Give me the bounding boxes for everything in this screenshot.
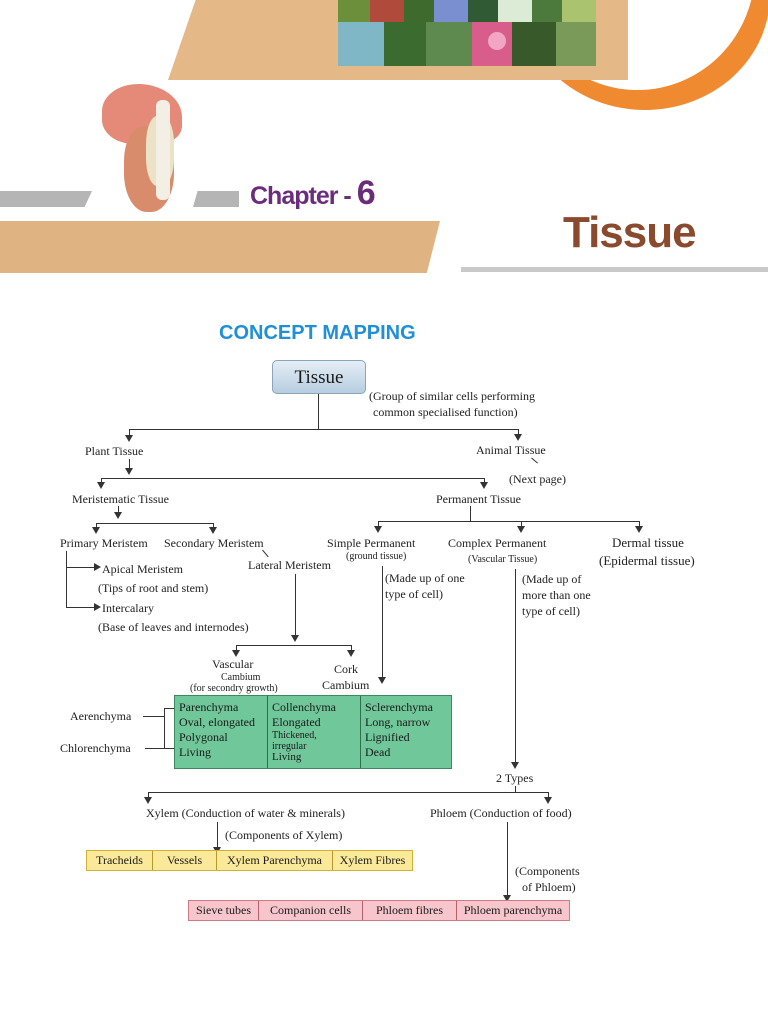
grey-stripe-left (0, 191, 92, 207)
phloem-sieve-tubes: Sieve tubes (189, 901, 259, 920)
root-note-line-1: (Group of similar cells performing (369, 389, 535, 403)
xylem-parenchyma: Xylem Parenchyma (217, 851, 333, 870)
collenchyma-column: Collenchyma Elongated Thickened, irregul… (272, 700, 336, 763)
apical-meristem-note: (Tips of root and stem) (98, 581, 209, 595)
collenchyma-wall-2: irregular (272, 741, 307, 752)
sclerenchyma-name: Sclerenchyma (365, 700, 433, 714)
grey-stripe-right (193, 191, 239, 207)
phloem-fibres: Phloem fibres (363, 901, 457, 920)
secondary-meristem: Secondary Meristem (164, 536, 264, 550)
sclerenchyma-shape: Long, narrow (365, 715, 431, 729)
concept-mapping-heading: CONCEPT MAPPING (219, 322, 416, 344)
plant-photo-collage (338, 0, 596, 66)
permanent-tissue: Permanent Tissue (436, 492, 522, 506)
parenchyma-column: Parenchyma Oval, elongated Polygonal Liv… (179, 700, 255, 760)
complex-permanent-note: (Vascular Tissue) (468, 554, 538, 565)
dermal-tissue-note: (Epidermal tissue) (599, 553, 695, 568)
primary-meristem: Primary Meristem (60, 536, 148, 550)
intercalary-meristem: Intercalary (102, 601, 154, 615)
xylem-vessels: Vessels (153, 851, 217, 870)
phloem-components-2: of Phloem) (522, 880, 576, 894)
animal-tissue: Animal Tissue (476, 443, 546, 457)
sclerenchyma-column: Sclerenchyma Long, narrow Lignified Dead (365, 700, 433, 760)
collenchyma-shape: Elongated (272, 715, 321, 729)
collenchyma-wall-1: Thickened, (272, 730, 317, 741)
root-note-line-2: common specialised function) (373, 405, 518, 419)
chapter-number: 6 (356, 174, 376, 212)
next-page-note: (Next page) (509, 472, 566, 486)
intercalary-meristem-note: (Base of leaves and internodes) (98, 620, 249, 634)
sclerenchyma-wall: Lignified (365, 730, 410, 744)
vascular-cambium-1: Vascular (212, 657, 254, 671)
root-tissue-label: Tissue (294, 367, 344, 388)
xylem-fibres: Xylem Fibres (339, 853, 406, 867)
simple-permanent: Simple Permanent (327, 536, 416, 550)
chapter-label: Chapter - (250, 182, 357, 210)
tan-title-band (0, 221, 440, 273)
two-types: 2 Types (496, 771, 534, 785)
lateral-meristem: Lateral Meristem (248, 558, 331, 572)
simple-tissue-table: Parenchyma Oval, elongated Polygonal Liv… (174, 695, 452, 769)
xylem: Xylem (Conduction of water & minerals) (146, 806, 345, 820)
simple-permanent-note: (ground tissue) (346, 551, 407, 562)
vascular-cambium-3: (for secondry growth) (190, 683, 278, 694)
cork-cambium-2: Cambium (322, 678, 370, 692)
complex-made-up-1: (Made up of (522, 572, 582, 586)
plant-tissue: Plant Tissue (85, 444, 144, 458)
cork-cambium-1: Cork (334, 662, 358, 676)
simple-made-up-2: type of cell) (385, 587, 443, 601)
title-underline (461, 267, 768, 272)
vascular-cambium-2: Cambium (221, 672, 261, 683)
chapter-title: Tissue (563, 208, 697, 257)
parenchyma-form: Polygonal (179, 730, 228, 744)
meristematic-tissue: Meristematic Tissue (72, 492, 170, 506)
knee-joint-illustration (98, 80, 190, 215)
sclerenchyma-state: Dead (365, 745, 391, 759)
phloem-components-row: Sieve tubes Companion cells Phloem fibre… (188, 900, 570, 921)
phloem: Phloem (Conduction of food) (430, 806, 572, 820)
chapter-heading: Chapter - 6 (250, 174, 390, 218)
collenchyma-state: Living (272, 751, 302, 763)
complex-made-up-3: type of cell) (522, 604, 580, 618)
complex-made-up-2: more than one (522, 588, 591, 602)
phloem-parenchyma: Phloem parenchyma (463, 903, 563, 917)
phloem-companion-cells: Companion cells (259, 901, 363, 920)
parenchyma-state: Living (179, 745, 211, 759)
parenchyma-shape: Oval, elongated (179, 715, 255, 729)
xylem-tracheids: Tracheids (87, 851, 153, 870)
chlorenchyma: Chlorenchyma (60, 741, 131, 755)
aerenchyma: Aerenchyma (70, 709, 132, 723)
xylem-components-row: Tracheids Vessels Xylem Parenchyma Xylem… (86, 850, 413, 871)
phloem-components-1: (Components (515, 864, 580, 878)
parenchyma-name: Parenchyma (179, 700, 239, 714)
collenchyma-name: Collenchyma (272, 700, 336, 714)
root-tissue-box: Tissue (272, 360, 366, 394)
complex-permanent: Complex Permanent (448, 536, 547, 550)
apical-meristem: Apical Meristem (102, 562, 183, 576)
dermal-tissue: Dermal tissue (612, 535, 684, 550)
simple-made-up-1: (Made up of one (385, 571, 465, 585)
xylem-components: (Components of Xylem) (225, 828, 343, 842)
